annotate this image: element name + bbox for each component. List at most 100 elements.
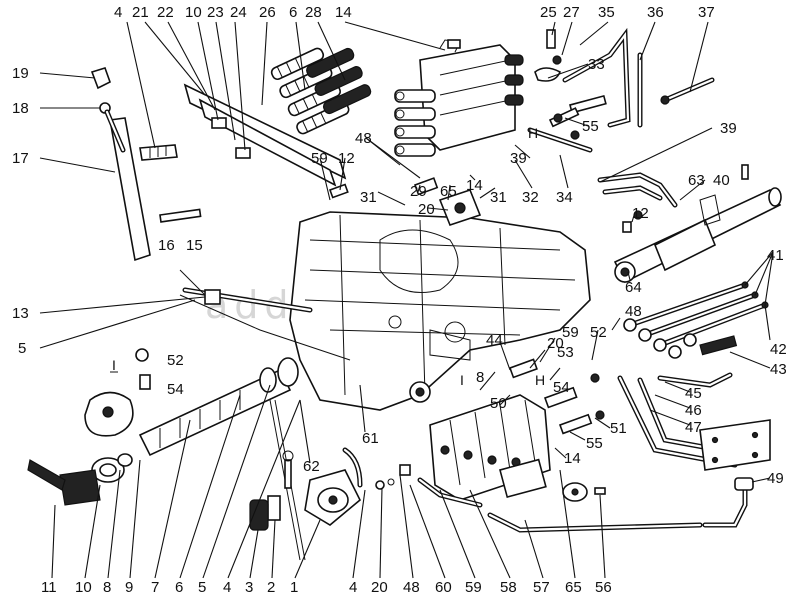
callout-1-bottom: 1	[290, 579, 298, 596]
callout-8-mid: 8	[476, 369, 484, 386]
callout-59-bottom: 59	[465, 579, 482, 596]
callout-61: 61	[362, 430, 379, 447]
callout-22: 22	[157, 4, 174, 21]
callout-48-top: 48	[355, 130, 372, 147]
callout-8-bottom: 8	[103, 579, 111, 596]
callout-55-top: 55	[582, 118, 599, 135]
callout-41: 41	[767, 247, 784, 264]
callout-20-bottom: 20	[371, 579, 388, 596]
callout-numbers: 4 21 22 10 23 24 26 6 28 14 25 27 35 36 …	[12, 4, 787, 596]
lower-left-parts	[249, 399, 363, 561]
right-hydraulic-cylinder	[597, 164, 782, 284]
top-right-small-parts	[527, 27, 715, 153]
callout-52-mid: 52	[590, 324, 607, 341]
leader-lines	[39, 21, 774, 579]
drive-shaft-assembly	[27, 348, 299, 506]
view-mark-H-top: H	[528, 125, 538, 141]
callout-32: 32	[522, 189, 539, 206]
callout-26: 26	[259, 4, 276, 21]
callout-20-top: 20	[418, 201, 435, 218]
callout-12-top: 12	[338, 150, 355, 167]
callout-39-mid: 39	[510, 150, 527, 167]
callout-58-bottom: 58	[500, 579, 517, 596]
callout-47: 47	[685, 419, 702, 436]
callout-14: 14	[335, 4, 352, 21]
callout-60-bottom: 60	[435, 579, 452, 596]
callout-63: 63	[688, 172, 705, 189]
callout-59-top: 59	[311, 150, 328, 167]
callout-11-bottom: 11	[41, 579, 57, 596]
callout-15: 15	[186, 237, 203, 254]
callout-6: 6	[289, 4, 297, 21]
callout-29: 29	[410, 183, 427, 200]
callout-48-bottom: 48	[403, 579, 420, 596]
callout-62: 62	[303, 458, 320, 475]
pressure-pipes	[617, 372, 771, 528]
callout-40: 40	[713, 172, 730, 189]
callout-14-mid: 14	[466, 177, 483, 194]
left-lift-cylinder	[90, 67, 202, 262]
callout-50: 50	[490, 395, 507, 412]
callout-21: 21	[132, 4, 149, 21]
callout-2-bottom: 2	[267, 579, 275, 596]
callout-51: 51	[610, 420, 627, 437]
callout-24: 24	[230, 4, 247, 21]
callout-54-mid: 54	[553, 379, 570, 396]
callout-56-bottom: 56	[595, 579, 612, 596]
callout-20-mid: 20	[547, 335, 564, 352]
top-distributor-block	[394, 39, 524, 157]
callout-54-left: 54	[167, 381, 184, 398]
callout-65-bottom: 65	[565, 579, 582, 596]
callout-7-bottom: 7	[151, 579, 159, 596]
callout-49: 49	[767, 470, 784, 487]
callout-6-bottom: 6	[175, 579, 183, 596]
transmission-housing	[289, 211, 591, 411]
callout-14-low: 14	[564, 450, 581, 467]
callout-36: 36	[647, 4, 664, 21]
callout-57-bottom: 57	[533, 579, 550, 596]
callout-42: 42	[770, 341, 787, 358]
callout-34: 34	[556, 189, 573, 206]
callout-25: 25	[540, 4, 557, 21]
callout-48-mid: 48	[625, 303, 642, 320]
callout-31-right: 31	[490, 189, 507, 206]
callout-23: 23	[207, 4, 224, 21]
callout-5-bottom: 5	[198, 579, 206, 596]
callout-19: 19	[12, 65, 29, 82]
callout-53: 53	[557, 344, 574, 361]
lower-distributor-block	[417, 394, 703, 533]
mid-fittings	[328, 177, 605, 490]
callout-55-mid: 55	[586, 435, 603, 452]
callout-4-bottom-right: 4	[349, 579, 357, 596]
callout-12-right: 12	[632, 205, 649, 222]
callout-45: 45	[685, 385, 702, 402]
callout-31-left: 31	[360, 189, 377, 206]
callout-4: 4	[114, 4, 122, 21]
callout-10: 10	[185, 4, 202, 21]
callout-28: 28	[305, 4, 322, 21]
callout-39-right: 39	[720, 120, 737, 137]
view-mark-I-mid: I	[460, 372, 464, 388]
callout-52-left: 52	[167, 352, 184, 369]
callout-43: 43	[770, 361, 787, 378]
view-mark-H-mid: H	[535, 372, 545, 388]
callout-16: 16	[158, 237, 175, 254]
callout-3-bottom: 3	[245, 579, 253, 596]
callout-17: 17	[12, 150, 29, 167]
filter-cartridges	[270, 47, 372, 135]
view-markers: I H I H	[110, 125, 545, 388]
view-mark-I-left: I	[112, 357, 116, 373]
callout-64: 64	[625, 279, 642, 296]
callout-27: 27	[563, 4, 580, 21]
control-lever	[179, 269, 351, 361]
tie-rods	[623, 281, 769, 359]
callout-18: 18	[12, 100, 29, 117]
callout-65-top: 65	[440, 183, 457, 200]
callout-4-bottom: 4	[223, 579, 231, 596]
callout-35: 35	[598, 4, 615, 21]
callout-10-bottom: 10	[75, 579, 92, 596]
callout-59-mid: 59	[562, 324, 579, 341]
callout-5-left: 5	[18, 340, 26, 357]
callout-13: 13	[12, 305, 29, 322]
